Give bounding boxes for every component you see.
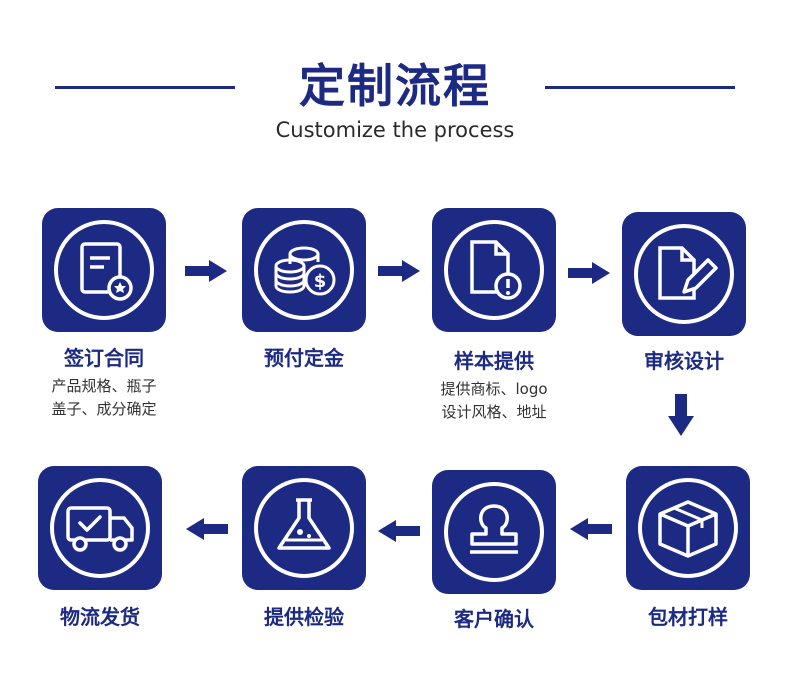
svg-text:$: $	[314, 271, 327, 292]
contract-certificate-icon	[54, 220, 154, 320]
step-desc-contract-line2: 盖子、成分确定	[51, 400, 157, 418]
document-alert-icon	[444, 220, 544, 320]
step-tile-contract	[42, 208, 166, 332]
step-label-confirm: 客户确认	[454, 607, 534, 631]
page-title: 定制流程	[299, 59, 491, 113]
arrow-left-icon	[378, 520, 420, 542]
coins-dollar-icon: $	[254, 220, 354, 320]
step-label-deposit: 预付定金	[264, 346, 344, 370]
title-rule-right	[545, 86, 735, 89]
arrow-left-icon	[186, 518, 228, 540]
page-subtitle: Customize the process	[275, 118, 515, 142]
title-rule-left	[55, 86, 235, 89]
step-tile-shipping	[38, 466, 162, 590]
arrow-right-icon	[378, 260, 420, 282]
step-label-contract: 签订合同	[64, 346, 144, 370]
flask-icon	[254, 478, 354, 578]
step-tile-packaging	[626, 466, 750, 590]
step-desc-sample-line2: 设计风格、地址	[441, 403, 547, 421]
step-tile-inspection	[242, 466, 366, 590]
step-tile-deposit: $	[242, 208, 366, 332]
step-label-design: 审核设计	[644, 349, 724, 373]
arrow-right-icon	[568, 262, 610, 284]
step-tile-confirm	[432, 470, 556, 594]
stamp-icon	[444, 482, 544, 582]
arrow-down-icon	[668, 394, 694, 436]
step-label-shipping: 物流发货	[60, 605, 140, 629]
arrow-right-icon	[185, 260, 227, 282]
arrow-left-icon	[570, 518, 612, 540]
document-pen-icon	[634, 224, 734, 324]
step-label-inspection: 提供检验	[264, 605, 344, 629]
step-desc-sample-line1: 提供商标、logo	[440, 380, 548, 398]
delivery-truck-icon	[50, 478, 150, 578]
step-label-sample: 样本提供	[454, 349, 534, 373]
step-desc-contract-line1: 产品规格、瓶子	[51, 377, 157, 395]
step-tile-design	[622, 212, 746, 336]
step-label-packaging: 包材打样	[648, 605, 728, 629]
package-box-icon	[638, 478, 738, 578]
step-tile-sample	[432, 208, 556, 332]
